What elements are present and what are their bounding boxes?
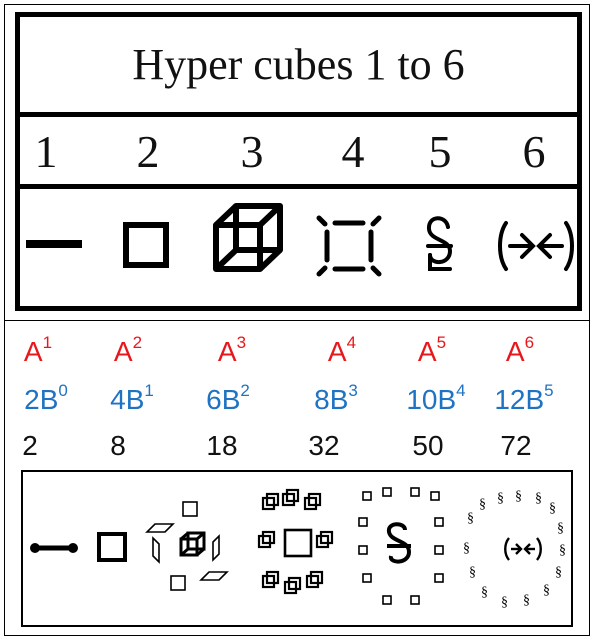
svg-text:§: § [557, 521, 564, 536]
penteract-symbol-icon [420, 189, 460, 306]
exploded-cube-icon [147, 502, 227, 590]
vertex-label-4: A4 [328, 336, 356, 368]
count-3: 18 [206, 430, 237, 462]
svg-text:§: § [555, 565, 562, 580]
dimension-4: 4 [342, 125, 365, 178]
svg-text:§: § [543, 583, 550, 598]
svg-text:§: § [523, 593, 530, 608]
svg-text:§: § [497, 491, 504, 506]
face-label-6: 12B5 [494, 384, 553, 416]
count-1: 2 [22, 430, 38, 462]
svg-text:§: § [469, 565, 476, 580]
expansion-panel: §§§ §§§ §§§ §§§ §§§ [21, 470, 573, 627]
vertex-label-5: A5 [418, 336, 446, 368]
face-label-1: 2B0 [24, 384, 68, 416]
vertex-label-3: A3 [218, 336, 246, 368]
count-4: 32 [308, 430, 339, 462]
dimension-1: 1 [35, 125, 58, 178]
penteract-ring-icon [359, 488, 443, 604]
face-label-5: 10B4 [406, 384, 465, 416]
square-icon [99, 534, 125, 560]
hexeract-ring-icon: §§§ §§§ §§§ §§§ §§§ [463, 489, 566, 610]
count-2: 8 [110, 430, 126, 462]
svg-text:§: § [549, 501, 556, 516]
dimension-5: 5 [429, 125, 452, 178]
hypercube-icon-row [20, 189, 577, 306]
hexeract-symbol-icon [496, 189, 576, 306]
svg-text:§: § [463, 541, 470, 556]
svg-text:§: § [481, 585, 488, 600]
svg-text:§: § [559, 543, 566, 558]
dumbbell-icon [30, 543, 78, 553]
vertex-label-6: A6 [506, 336, 534, 368]
cube-icon [210, 189, 290, 306]
face-label-4: 8B3 [314, 384, 358, 416]
table-title: Hyper cubes 1 to 6 [20, 17, 577, 117]
square-icon [116, 189, 176, 306]
tesseract-icon [315, 189, 385, 306]
dimension-3: 3 [241, 125, 264, 178]
line-segment-icon [24, 189, 84, 306]
svg-text:§: § [479, 497, 486, 512]
dimension-6: 6 [523, 125, 546, 178]
svg-text:§: § [515, 489, 522, 504]
count-6: 72 [500, 430, 531, 462]
svg-text:§: § [467, 511, 474, 526]
vertex-label-2: A2 [114, 336, 142, 368]
exploded-tesseract-icon [259, 490, 332, 593]
section-divider [4, 320, 590, 321]
vertex-label-1: A1 [24, 336, 52, 368]
svg-text:§: § [535, 491, 542, 506]
dimension-row: 1 2 3 4 5 6 [20, 117, 577, 189]
count-5: 50 [412, 430, 443, 462]
face-label-2: 4B1 [110, 384, 154, 416]
face-label-3: 6B2 [206, 384, 250, 416]
hypercube-table: Hyper cubes 1 to 6 1 2 3 4 5 6 [15, 12, 582, 311]
dimension-2: 2 [137, 125, 160, 178]
svg-text:§: § [501, 595, 508, 610]
